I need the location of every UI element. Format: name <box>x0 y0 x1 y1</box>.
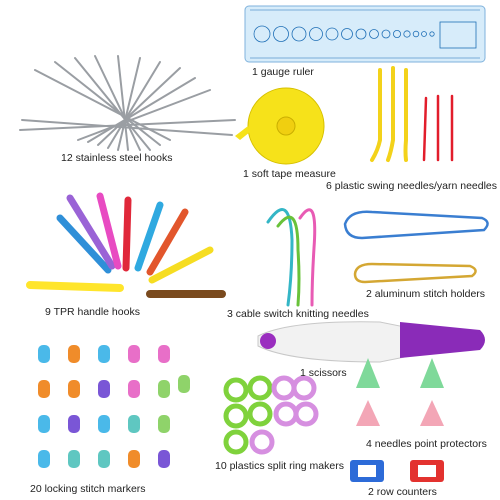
caption-scissors: 1 scissors <box>300 367 347 379</box>
steel-hooks <box>19 55 236 151</box>
yarn-needles <box>370 66 454 162</box>
caption-cable-needles: 3 cable switch knitting needles <box>227 308 369 320</box>
row-counters <box>350 460 444 482</box>
caption-stitch-markers: 20 locking stitch markers <box>30 483 146 495</box>
split-ring-markers <box>223 375 319 455</box>
caption-yarn-needles: 6 plastic swing needles/yarn needles <box>326 180 498 192</box>
tpr-hooks <box>26 192 226 298</box>
stitch-markers <box>38 345 190 468</box>
caption-row-counters: 2 row counters <box>368 486 437 498</box>
scissors <box>257 321 485 363</box>
point-protectors <box>356 358 444 426</box>
tape-measure <box>235 87 325 165</box>
caption-gauge-ruler: 1 gauge ruler <box>252 66 314 78</box>
gauge-ruler <box>244 5 486 63</box>
stitch-holders <box>343 210 489 284</box>
caption-steel-hooks: 12 stainless steel hooks <box>61 152 173 164</box>
caption-tpr-hooks: 9 TPR handle hooks <box>45 306 140 318</box>
caption-split-ring-markers: 10 plastics split ring makers <box>215 460 344 472</box>
caption-point-protectors: 4 needles point protectors <box>366 438 487 450</box>
caption-stitch-holders: 2 aluminum stitch holders <box>366 288 486 300</box>
caption-tape-measure: 1 soft tape measure <box>243 168 336 180</box>
cable-needles <box>266 208 317 307</box>
